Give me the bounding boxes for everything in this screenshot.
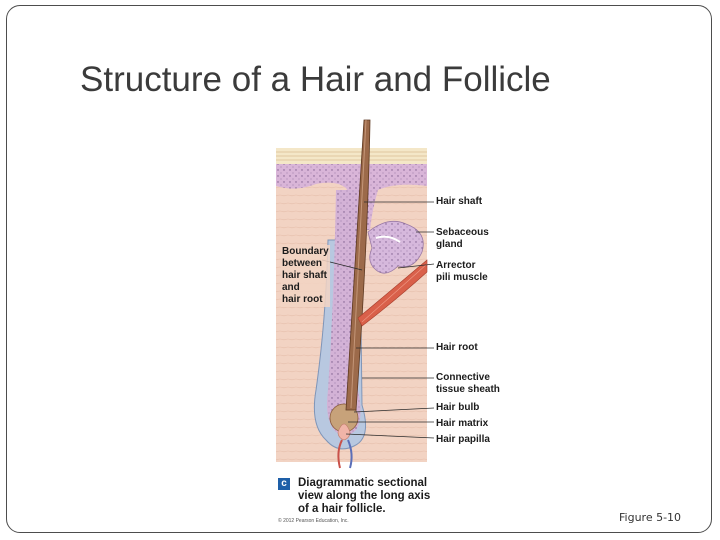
stratum-corneum [276,148,427,166]
label-hair-bulb: Hair bulb [436,402,480,413]
arrector-pili-shape [357,259,428,327]
capillary [337,439,343,469]
figure-reference: Figure 5-10 [619,511,682,524]
figure-caption: Diagrammatic sectional view along the lo… [298,477,431,515]
hair-papilla-shape [337,423,351,441]
label-connective-tissue-sheath: Connective tissue sheath [436,372,500,395]
slide-title: Structure of a Hair and Follicle [80,60,551,99]
leader-lines [321,201,435,439]
label-hair-matrix: Hair matrix [436,418,489,429]
label-boundary: Boundary between hair shaft and hair roo… [281,245,330,307]
label-hair-shaft: Hair shaft [436,196,483,207]
label-hair-root: Hair root [436,342,478,353]
panel-letter-badge: c [278,478,290,490]
label-arrector-pili: Arrector pili muscle [436,260,488,283]
label-hair-papilla: Hair papilla [436,434,490,445]
label-sebaceous-gland: Sebaceous gland [436,227,489,250]
copyright-notice: © 2012 Pearson Education, Inc. [278,518,349,524]
